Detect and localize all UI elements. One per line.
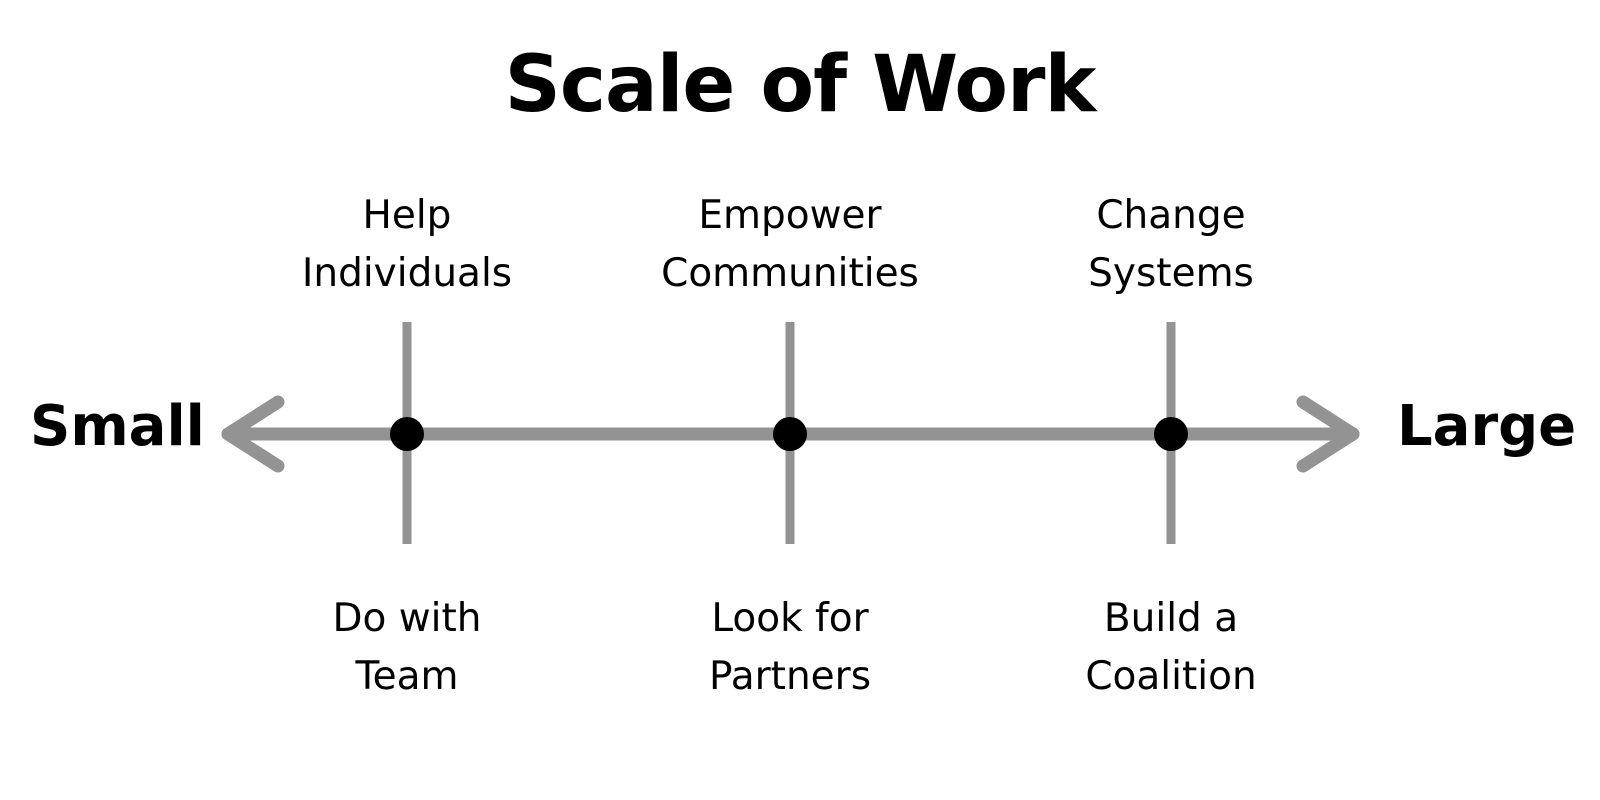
- label-line: Build a: [1103, 596, 1239, 641]
- stage-dot: [773, 417, 807, 451]
- axis-label-small: Small: [30, 394, 205, 459]
- left-arrowhead: [221, 395, 285, 473]
- label-line: Help: [362, 193, 452, 238]
- stage-bottom-label-do-with-team: Do with Team: [237, 590, 577, 706]
- label-line: Look for: [711, 596, 869, 641]
- label-line: Individuals: [301, 251, 513, 296]
- stage-dot: [390, 417, 424, 451]
- label-line: Coalition: [1085, 654, 1257, 699]
- label-line: Communities: [661, 251, 919, 296]
- label-line: Empower: [698, 193, 882, 238]
- right-arrowhead: [1296, 395, 1360, 473]
- stage-dot: [1154, 417, 1188, 451]
- stage-top-label-empower-communities: Empower Communities: [620, 187, 960, 303]
- label-line: Team: [355, 654, 459, 699]
- stage-bottom-label-build-a-coalition: Build a Coalition: [1001, 590, 1341, 706]
- stage-ticks: [390, 322, 1188, 544]
- axis-label-large: Large: [1397, 394, 1577, 459]
- label-line: Do with: [332, 596, 482, 641]
- diagram-title: Scale of Work: [504, 40, 1097, 130]
- label-line: Partners: [708, 654, 872, 699]
- label-line: Systems: [1088, 251, 1254, 296]
- stage-bottom-label-look-for-partners: Look for Partners: [620, 590, 960, 706]
- label-line: Change: [1096, 193, 1246, 238]
- stage-top-label-help-individuals: Help Individuals: [237, 187, 577, 303]
- stage-top-label-change-systems: Change Systems: [1001, 187, 1341, 303]
